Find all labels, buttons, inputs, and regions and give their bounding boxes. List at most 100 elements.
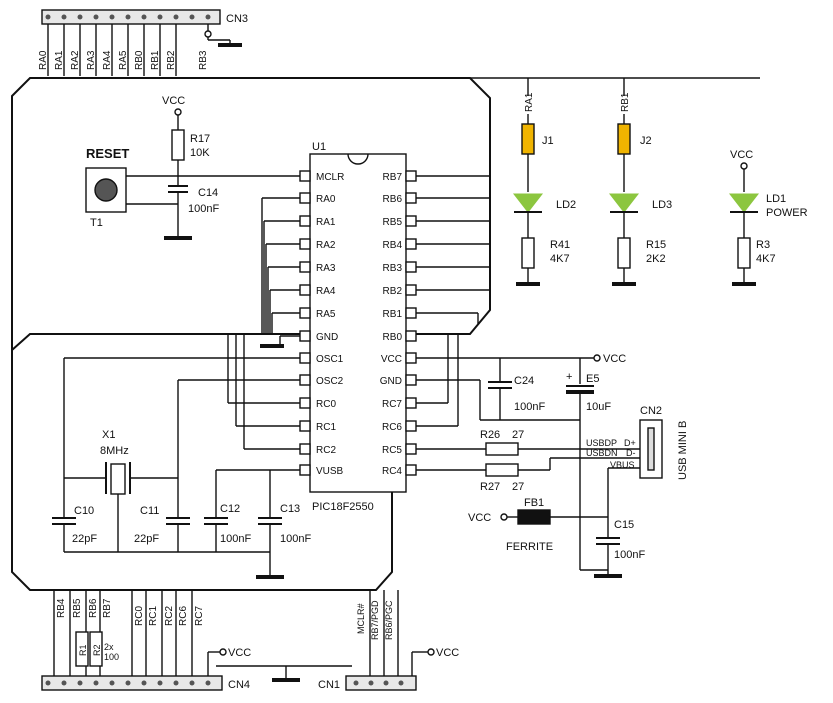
cn4-label: CN4 bbox=[228, 679, 250, 691]
ic-pin-label: OSC1 bbox=[316, 354, 344, 365]
ic-pin-label: RC2 bbox=[316, 445, 336, 456]
cn3-pin-label: RA2 bbox=[70, 50, 81, 70]
reset-switch bbox=[85, 167, 127, 213]
connector-pin bbox=[77, 680, 83, 686]
ic-pin-right bbox=[405, 397, 417, 409]
connector-pin bbox=[61, 680, 67, 686]
ic-pin-label: GND bbox=[316, 332, 338, 343]
cn4-vcc-label: VCC bbox=[228, 647, 251, 659]
ld2-ref: LD2 bbox=[556, 199, 576, 211]
rn-value2: 100 bbox=[104, 652, 119, 662]
ic-pin-right bbox=[405, 192, 417, 204]
ic-pin-label: OSC2 bbox=[316, 376, 344, 387]
connector-pin bbox=[109, 14, 115, 20]
ic-right-wires bbox=[416, 175, 490, 335]
lower-right-wires bbox=[416, 334, 640, 518]
ic-pin-label: RA0 bbox=[316, 194, 336, 205]
c24-value: 100nF bbox=[514, 401, 545, 413]
cn4-pin-label: RB7 bbox=[102, 598, 113, 618]
c14-ref: C14 bbox=[198, 187, 218, 199]
led-ld3 bbox=[608, 193, 640, 213]
r2-ref: R2 bbox=[92, 644, 102, 656]
lower-left-wires bbox=[63, 334, 300, 518]
connector-cn2: CN2 USB MINI B D+ D- bbox=[624, 405, 689, 480]
connector-cn3: CN3 RA0 RA1 RA2 RA3 RA4 RA5 RB0 RB1 RB2 … bbox=[38, 9, 248, 76]
resistor-r1 bbox=[75, 631, 89, 667]
ic-pin-label: RB0 bbox=[383, 332, 403, 343]
ic-pin-right bbox=[405, 215, 417, 227]
cn4-pin-label: RC7 bbox=[194, 606, 205, 626]
ic-ref: U1 bbox=[312, 141, 326, 153]
ld1-ref: LD1 bbox=[766, 193, 786, 205]
cn3-pin-label: RB2 bbox=[166, 50, 177, 70]
r15-ref: R15 bbox=[646, 239, 666, 251]
cn3-pin-label: RA1 bbox=[54, 50, 65, 70]
e5-vcc-label: VCC bbox=[603, 353, 626, 365]
cn3-pin-label: RA3 bbox=[86, 50, 97, 70]
c13-value: 100nF bbox=[280, 533, 311, 545]
e5-ref: E5 bbox=[586, 373, 599, 385]
reset-switch-ref: T1 bbox=[90, 217, 103, 229]
c12-ref: C12 bbox=[220, 503, 240, 515]
rn-value: 2x bbox=[104, 642, 114, 652]
r1-ref: R1 bbox=[78, 644, 88, 656]
ic-pin-left bbox=[299, 215, 311, 227]
connector-pin bbox=[45, 14, 51, 20]
r17-ref: R17 bbox=[190, 133, 210, 145]
r3-value: 4K7 bbox=[756, 253, 776, 265]
connector-pin bbox=[189, 680, 195, 686]
connector-cn4: CN4 VCC RB4 RB5 RB6 RB7 RC0 RC1 RC2 RC6 … bbox=[41, 590, 352, 691]
ic-pin-label: RB7 bbox=[383, 172, 403, 183]
ic-pin-left bbox=[299, 307, 311, 319]
connector-pin bbox=[398, 680, 404, 686]
fb1-ref: FB1 bbox=[524, 497, 544, 509]
capacitors-osc: C10 22pF C11 22pF C12 100nF C13 100nF bbox=[52, 503, 311, 579]
connector-pin bbox=[141, 680, 147, 686]
c10-value: 22pF bbox=[72, 533, 97, 545]
connector-pin bbox=[93, 680, 99, 686]
ic-pin-label: RC6 bbox=[382, 422, 402, 433]
ic-pin-label: RA3 bbox=[316, 263, 336, 274]
ic-pin-left bbox=[299, 238, 311, 250]
capacitor-c24: C24 100nF bbox=[488, 358, 545, 420]
cn3-pin-label: RB1 bbox=[150, 50, 161, 70]
ic-pin-right bbox=[405, 170, 417, 182]
r17-value: 10K bbox=[190, 147, 210, 159]
ic-pin-right bbox=[405, 352, 417, 364]
c24-ref: C24 bbox=[514, 375, 534, 387]
ic-pin-label: RB4 bbox=[383, 240, 403, 251]
ic-pin-left bbox=[299, 374, 311, 386]
ic-pin-label: RC5 bbox=[382, 445, 402, 456]
ic-pin-left bbox=[299, 284, 311, 296]
cn4-pin-label: RB5 bbox=[72, 598, 83, 618]
led-ld1 bbox=[728, 193, 760, 213]
cn2-pin-dn: D- bbox=[626, 448, 636, 458]
c11-ref: C11 bbox=[140, 505, 159, 517]
ic-pin-label: RB5 bbox=[383, 217, 403, 228]
cn3-pin-label: RA4 bbox=[102, 50, 113, 70]
net-usbdn: USBDN bbox=[586, 448, 618, 458]
cn4-pin-label: RC2 bbox=[164, 606, 175, 626]
reset-circuit: RESET T1 VCC R17 10K C14 100nF bbox=[85, 95, 300, 240]
cn3-pin-label: RB0 bbox=[134, 50, 145, 70]
ic-pin-label: GND bbox=[380, 376, 402, 387]
ic-u1: U1 PIC18F2550 MCLRRA0RA1RA2RA3RA4RA5GNDO… bbox=[299, 141, 417, 513]
r26-value: 27 bbox=[512, 429, 524, 441]
connector-pin bbox=[368, 680, 374, 686]
r3-ref: R3 bbox=[756, 239, 770, 251]
cn1-pin-label: RB6/PGC bbox=[384, 600, 394, 640]
ic-pin-label: RB6 bbox=[383, 194, 403, 205]
connector-pin bbox=[157, 680, 163, 686]
cn1-pin-label: RB7/PGD bbox=[370, 600, 380, 640]
ic-pin-label: RC4 bbox=[382, 466, 402, 477]
resistors-usb: R26 27 R27 27 USBDP USBDN VBUS bbox=[480, 429, 635, 493]
j1-net-label: RA1 bbox=[524, 92, 535, 112]
ic-pin-label: VCC bbox=[381, 354, 402, 365]
j1-ref: J1 bbox=[542, 135, 554, 147]
ic-pin-left bbox=[299, 330, 311, 342]
cn4-pin-label: RC6 bbox=[178, 606, 189, 626]
cn4-pin-label: RB4 bbox=[56, 598, 67, 618]
ic-pin-label: RC0 bbox=[316, 399, 336, 410]
bus-outline bbox=[11, 77, 760, 591]
c14-value: 100nF bbox=[188, 203, 219, 215]
